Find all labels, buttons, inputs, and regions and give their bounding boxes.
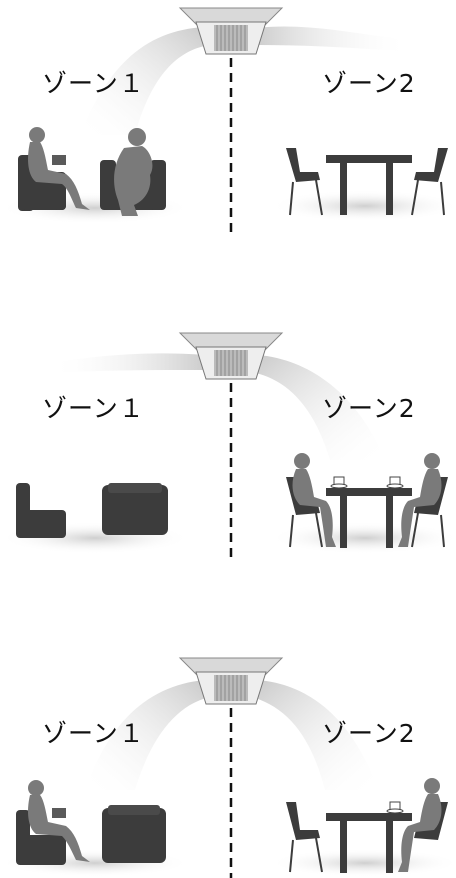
zone1-label: ゾーン１ bbox=[42, 719, 145, 748]
person-sitting-icon bbox=[292, 453, 336, 547]
scene-panel-2: ゾーン１ ゾーン2 bbox=[0, 325, 456, 575]
airflow-weak-right bbox=[255, 26, 410, 52]
dining-table-icon bbox=[326, 155, 412, 215]
armchair-icon-left bbox=[16, 810, 66, 865]
dining-table-icon bbox=[326, 488, 412, 548]
airflow-weak-left bbox=[50, 353, 205, 373]
airflow-strong-right bbox=[252, 680, 378, 790]
airflow-strong-left bbox=[85, 680, 210, 790]
person-reading-icon bbox=[28, 780, 90, 862]
airflow-strong-right bbox=[252, 355, 385, 460]
armchair-icon-left bbox=[16, 483, 66, 538]
coffee-cup-icon bbox=[386, 476, 404, 489]
armchair-icon-right bbox=[102, 483, 168, 535]
zone2-label: ゾーン2 bbox=[322, 69, 416, 98]
chair-icon-left bbox=[286, 802, 323, 873]
chair-icon-right bbox=[411, 148, 448, 216]
airflow-strong-left bbox=[80, 27, 210, 135]
person-reading-icon bbox=[28, 127, 90, 210]
coffee-cup-icon bbox=[386, 801, 404, 814]
coffee-cup-icon bbox=[330, 476, 348, 489]
ceiling-ac-unit-icon bbox=[178, 657, 284, 705]
ceiling-ac-unit-icon bbox=[178, 332, 284, 380]
zone2-floor-shadow bbox=[270, 522, 456, 554]
zone1-label: ゾーン１ bbox=[42, 394, 145, 423]
dining-table-icon bbox=[326, 813, 412, 873]
scene-panel-1: ゾーン１ ゾーン2 bbox=[0, 0, 456, 250]
zone2-floor-shadow bbox=[270, 190, 456, 222]
zone1-label: ゾーン１ bbox=[42, 69, 145, 98]
zone2-label: ゾーン2 bbox=[322, 394, 416, 423]
person-sitting-icon bbox=[398, 778, 442, 872]
armchair-icon-right bbox=[102, 805, 166, 863]
person-sitting-icon bbox=[398, 453, 442, 547]
zone2-label: ゾーン2 bbox=[322, 719, 416, 748]
person-sitting-icon bbox=[114, 128, 153, 216]
scene-panel-3: ゾーン１ ゾーン2 bbox=[0, 650, 456, 878]
chair-icon-left bbox=[286, 148, 323, 216]
ceiling-ac-unit-icon bbox=[178, 7, 284, 55]
zone2-floor-shadow bbox=[270, 849, 456, 877]
